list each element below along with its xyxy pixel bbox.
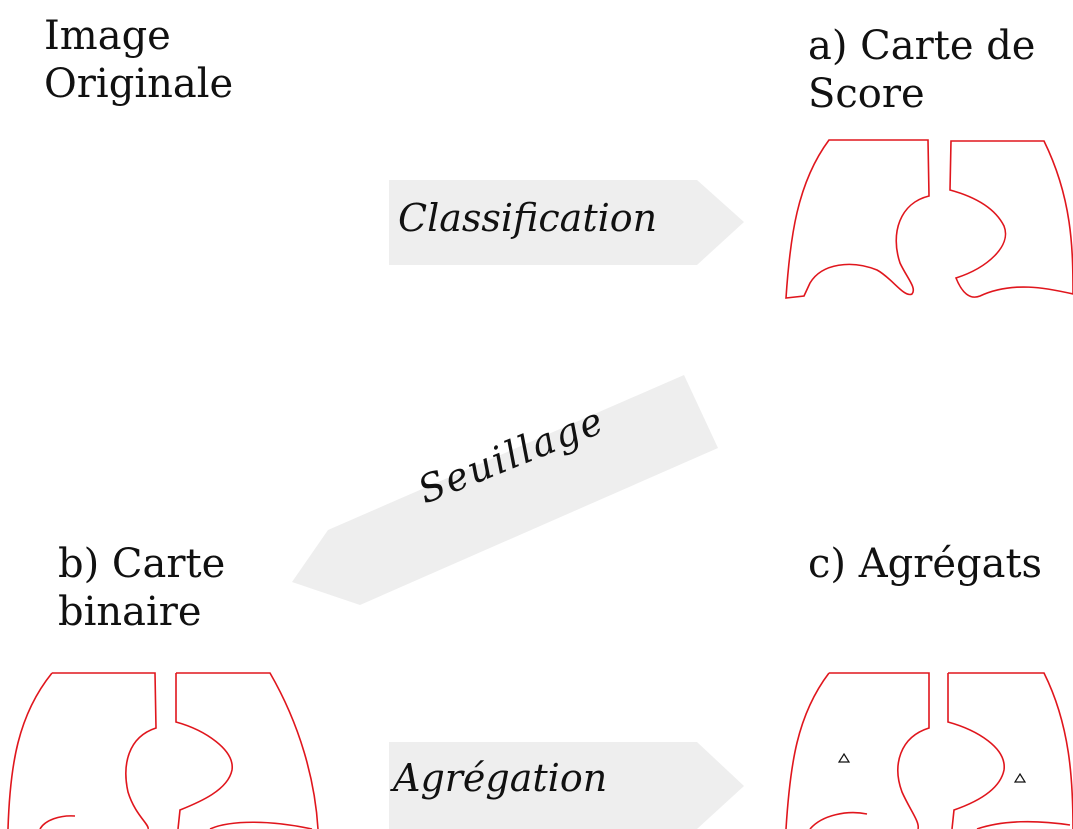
aggregation-arrow-shape xyxy=(389,742,744,829)
classification-arrow-label: Classification xyxy=(398,196,658,240)
thresholding-arrow xyxy=(292,375,718,605)
original-image-title-line1: Image xyxy=(44,13,171,59)
original-image-title-line2: Originale xyxy=(44,61,234,107)
binary-map-title-line1: b) Carte xyxy=(58,541,226,587)
thresholding-arrow-shape xyxy=(292,375,718,605)
classification-arrow-shape xyxy=(389,180,744,265)
aggregate-marker-triangle-1 xyxy=(837,752,851,763)
score-map-title-line1: a) Carte de xyxy=(808,23,1036,69)
aggregates-map-right-lung-outline xyxy=(785,672,930,829)
aggregation-arrow-label: Agrégation xyxy=(393,756,608,800)
score-map-right-lung-outline xyxy=(785,139,930,299)
score-map-title: a) Carte de Score xyxy=(808,22,1035,118)
score-map-left-lung-outline xyxy=(949,140,1073,298)
binary-map-right-lung-outline xyxy=(7,672,157,829)
binary-map-title: b) Carte binaire xyxy=(58,540,225,636)
aggregates-map-left-lung-outline xyxy=(947,672,1073,829)
original-image-title: Image Originale xyxy=(44,12,233,108)
aggregates-title-line1: c) Agrégats xyxy=(808,541,1043,587)
binary-map-left-lung-outline xyxy=(175,672,319,829)
aggregation-arrow xyxy=(389,742,744,829)
aggregate-marker-triangle-2 xyxy=(1013,772,1027,783)
binary-map-title-line2: binaire xyxy=(58,589,202,635)
aggregates-map-lungs xyxy=(785,672,1073,829)
score-map-title-line2: Score xyxy=(808,71,925,117)
score-map-lungs xyxy=(785,139,1073,299)
classification-arrow xyxy=(389,180,744,265)
aggregates-title: c) Agrégats xyxy=(808,540,1042,588)
binary-map-lungs xyxy=(7,672,319,829)
